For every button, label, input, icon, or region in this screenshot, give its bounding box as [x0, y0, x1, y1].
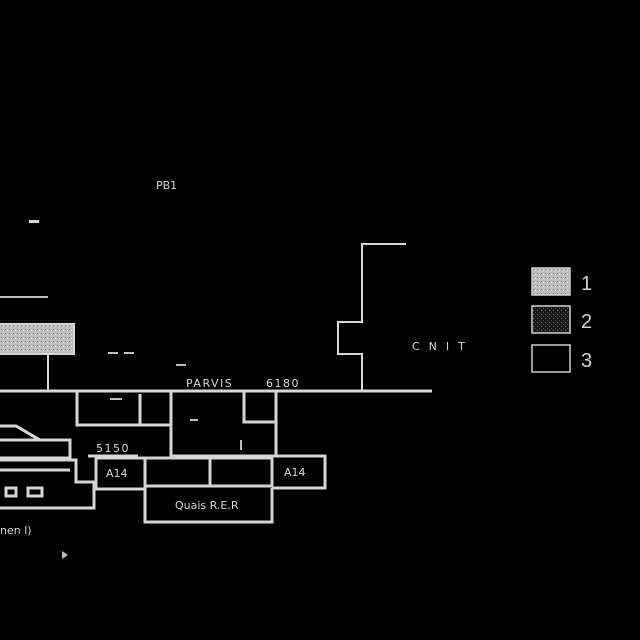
legend-swatch-2 [531, 305, 571, 334]
label-pb1: PB1 [156, 179, 177, 192]
label-parvis-level: 6180 [266, 377, 300, 390]
legend-swatch-1 [531, 267, 571, 296]
upper-left-block [0, 323, 75, 355]
label-quai-rer: Quais R.E.R [175, 499, 239, 512]
label-a14-right: A14 [284, 466, 306, 479]
label-partial: nen l) [0, 524, 32, 537]
legend-key-2: 2 [581, 311, 592, 333]
legend-swatch-3 [531, 344, 571, 373]
label-a14-left: A14 [106, 467, 128, 480]
dashed-marks [0, 296, 242, 450]
legend-key-3: 3 [581, 350, 592, 372]
legend: 1 2 3 [531, 267, 592, 373]
label-cnit: CNIT [412, 340, 474, 353]
label-level-2: 5150 [96, 442, 130, 455]
lower-structures [0, 392, 327, 524]
label-parvis: PARVIS [186, 377, 233, 390]
legend-key-1: 1 [581, 273, 592, 295]
cnit-outline [337, 243, 406, 390]
arrow-marker [62, 551, 68, 559]
mark-small [29, 220, 39, 223]
